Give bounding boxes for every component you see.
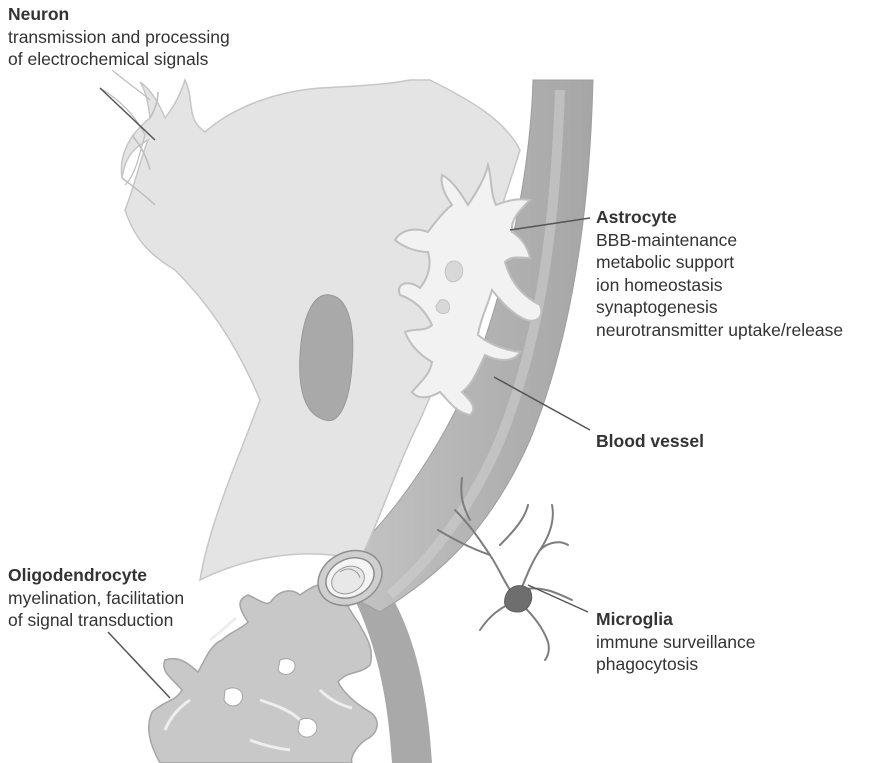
neuron-label: Neuron transmission and processing of el… xyxy=(8,3,230,71)
astrocyte-desc-line-3: ion homeostasis xyxy=(596,274,843,297)
microglia-title: Microglia xyxy=(596,608,756,631)
blood-vessel-label: Blood vessel xyxy=(596,430,704,453)
astrocyte-desc-line-1: BBB-maintenance xyxy=(596,229,843,252)
astrocyte-desc-line-5: neurotransmitter uptake/release xyxy=(596,319,843,342)
oligodendrocyte-desc-line-1: myelination, facilitation xyxy=(8,587,184,610)
microglia-leader-line xyxy=(528,585,588,612)
microglia-desc-line-2: phagocytosis xyxy=(596,653,756,676)
oligodendrocyte-leader-line xyxy=(108,632,170,698)
oligodendrocyte-title: Oligodendrocyte xyxy=(8,564,184,587)
oligodendrocyte-label: Oligodendrocyte myelination, facilitatio… xyxy=(8,564,184,632)
microglia-desc-line-1: immune surveillance xyxy=(596,631,756,654)
neuron-title: Neuron xyxy=(8,3,230,26)
oligodendrocyte-desc-line-2: of signal transduction xyxy=(8,609,184,632)
neuron-nucleus xyxy=(300,295,353,421)
neuron-desc-line-2: of electrochemical signals xyxy=(8,48,230,71)
astrocyte-label: Astrocyte BBB-maintenance metabolic supp… xyxy=(596,206,843,341)
astrocyte-title: Astrocyte xyxy=(596,206,843,229)
astrocyte-desc-line-4: synaptogenesis xyxy=(596,296,843,319)
blood-vessel-title: Blood vessel xyxy=(596,430,704,453)
neuron-desc-line-1: transmission and processing xyxy=(8,26,230,49)
microglia-label: Microglia immune surveillance phagocytos… xyxy=(596,608,756,676)
astrocyte-desc-line-2: metabolic support xyxy=(596,251,843,274)
